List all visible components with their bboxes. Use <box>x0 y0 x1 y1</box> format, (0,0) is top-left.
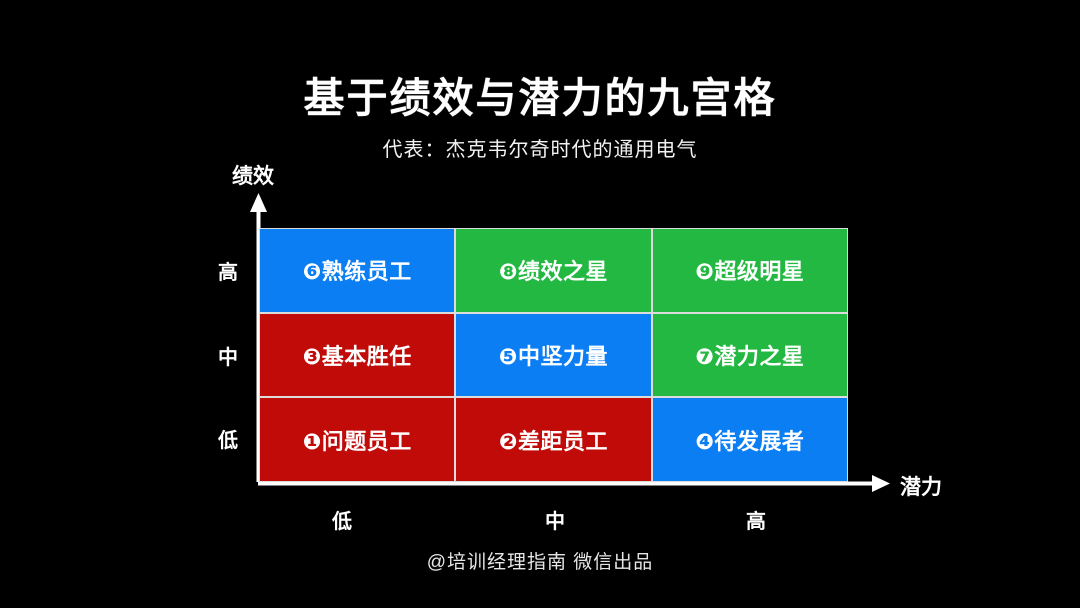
nine-box-grid: ❻熟练员工 ❽绩效之星 ❾超级明星 ❸基本胜任 ❺中坚力量 ❼潜力之星 ❶问题员… <box>259 228 848 482</box>
grid-cell[interactable]: ❹待发展者 <box>652 398 847 481</box>
page-subtitle: 代表：杰克韦尔奇时代的通用电气 <box>382 139 698 161</box>
grid-cell-label: ❻熟练员工 <box>302 259 412 285</box>
grid-cell-label: ❷差距员工 <box>498 428 609 454</box>
grid-cell-label: ❼潜力之星 <box>695 343 805 369</box>
footer-credit: @培训经理指南 微信出品 <box>426 552 654 573</box>
y-axis-label: 绩效 <box>232 165 274 188</box>
grid-cell[interactable]: ❺中坚力量 <box>456 313 651 397</box>
y-tick-medium: 中 <box>218 347 238 369</box>
x-tick-medium: 中 <box>545 511 565 533</box>
grid-cell[interactable]: ❼潜力之星 <box>652 313 847 397</box>
grid-cell-label: ❸基本胜任 <box>302 343 412 369</box>
x-axis-label: 潜力 <box>900 476 942 499</box>
grid-cell-label: ❽绩效之星 <box>498 259 609 285</box>
grid-cell[interactable]: ❽绩效之星 <box>456 229 651 312</box>
grid-cell[interactable]: ❸基本胜任 <box>260 313 455 397</box>
grid-cell-label: ❺中坚力量 <box>498 343 609 369</box>
grid-cell[interactable]: ❾超级明星 <box>652 229 847 312</box>
y-tick-low: 低 <box>218 430 238 452</box>
x-tick-high: 高 <box>746 511 766 533</box>
grid-cell-label: ❹待发展者 <box>695 428 805 454</box>
grid-cell[interactable]: ❶问题员工 <box>260 398 455 481</box>
x-tick-low: 低 <box>332 511 352 533</box>
grid-cell-label: ❶问题员工 <box>302 428 412 454</box>
grid-cell-label: ❾超级明星 <box>695 259 805 285</box>
grid-cell[interactable]: ❻熟练员工 <box>260 229 455 312</box>
y-tick-high: 高 <box>218 262 238 284</box>
page-title: 基于绩效与潜力的九宫格 <box>303 75 777 121</box>
grid-cell[interactable]: ❷差距员工 <box>456 398 651 481</box>
